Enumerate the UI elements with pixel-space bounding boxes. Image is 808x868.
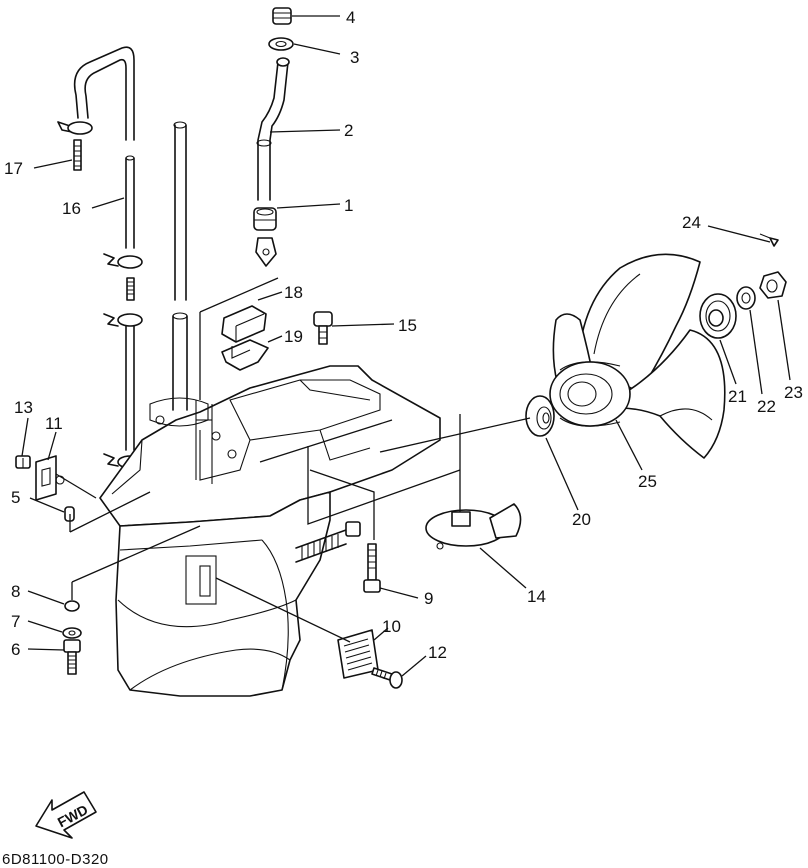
- cotter-pin-24: [759, 233, 779, 247]
- callout-6: 6: [11, 640, 20, 659]
- callout-25: 25: [638, 472, 657, 491]
- callout-14: 14: [527, 587, 546, 606]
- callout-labels: 1 2 3 4 5 6 7 8 9 10 11 12 13 14 15 16 1…: [4, 8, 803, 662]
- screw-17: [73, 139, 82, 171]
- plate-18: [221, 305, 267, 343]
- callout-16: 16: [62, 199, 81, 218]
- callout-5: 5: [11, 488, 20, 507]
- callout-7: 7: [11, 612, 20, 631]
- callout-8: 8: [11, 582, 20, 601]
- bolt-6: [63, 639, 81, 675]
- trim-tab-14: [425, 503, 522, 550]
- callout-20: 20: [572, 510, 591, 529]
- callout-24: 24: [682, 213, 701, 232]
- callout-17: 17: [4, 159, 23, 178]
- callout-18: 18: [284, 283, 303, 302]
- hose-clamp-upper: [57, 121, 93, 135]
- cap-4: [272, 7, 292, 25]
- diagram-code: 6D81100-D320: [2, 851, 109, 868]
- drive-shaft: [172, 121, 188, 411]
- callout-21: 21: [728, 387, 747, 406]
- spacer-21: [699, 293, 737, 339]
- callout-1: 1: [344, 196, 353, 215]
- callout-19: 19: [284, 327, 303, 346]
- washer-22: [736, 286, 756, 310]
- propeller-25: [549, 253, 726, 459]
- thrust-washer-20: [525, 395, 555, 437]
- bolt-13: [15, 455, 31, 469]
- tube-joint: [255, 237, 277, 267]
- hose-clamp-mid: [103, 253, 143, 327]
- water-tube-2: [256, 57, 290, 201]
- water-hose: [73, 46, 135, 451]
- seal-3: [268, 37, 294, 51]
- locating-lines: [55, 277, 531, 643]
- callout-12: 12: [428, 643, 447, 662]
- callout-10: 10: [382, 617, 401, 636]
- callout-4: 4: [346, 8, 355, 27]
- callout-3: 3: [350, 48, 359, 67]
- grommet-1: [253, 207, 277, 231]
- bracket-11: [35, 455, 65, 501]
- lower-casing: [99, 365, 441, 697]
- washer-7: [62, 627, 82, 639]
- callout-leaders: [21, 15, 791, 677]
- nut-23: [759, 271, 787, 299]
- callout-23: 23: [784, 383, 803, 402]
- callout-13: 13: [14, 398, 33, 417]
- screw-12: [371, 667, 403, 689]
- plate-19: [221, 339, 269, 371]
- washer-8: [64, 600, 80, 612]
- callout-9: 9: [424, 589, 433, 608]
- callout-2: 2: [344, 121, 353, 140]
- fwd-arrow: FWD: [35, 791, 97, 839]
- callout-15: 15: [398, 316, 417, 335]
- bolt-15: [313, 311, 333, 345]
- bolt-9: [363, 543, 381, 593]
- anode-10: [337, 629, 379, 679]
- callout-11: 11: [45, 414, 63, 433]
- callout-22: 22: [757, 397, 776, 416]
